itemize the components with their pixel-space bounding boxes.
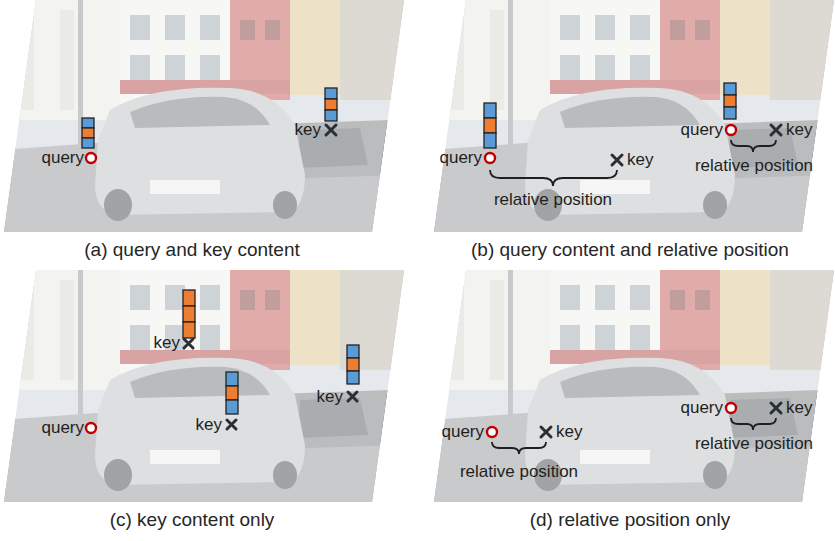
key-markers: [184, 125, 781, 437]
key-label: key: [317, 387, 343, 407]
panel-photo: [430, 0, 835, 232]
relative-position-label: relative position: [695, 434, 813, 454]
query-label: query: [680, 398, 723, 418]
panel-photo: [0, 270, 410, 502]
subfigure-caption: (a) query and key content: [84, 239, 299, 261]
relative-position-braces: [490, 140, 776, 454]
panel-photo: [430, 270, 835, 502]
query-label: query: [441, 422, 484, 442]
subfigure-caption: (d) relative position only: [530, 509, 731, 531]
key-label: key: [196, 415, 222, 435]
query-markers: [86, 125, 736, 437]
query-label: query: [439, 148, 482, 168]
query-label: query: [680, 120, 723, 140]
relative-position-label: relative position: [695, 156, 813, 176]
relative-position-label: relative position: [494, 190, 612, 210]
key-label: key: [786, 398, 812, 418]
key-label: key: [627, 150, 653, 170]
key-label: key: [295, 120, 321, 140]
panel-photo: [0, 0, 410, 232]
key-label: key: [154, 333, 180, 353]
subfigure-caption: (c) key content only: [110, 509, 275, 531]
query-label: query: [41, 148, 84, 168]
subfigure-caption: (b) query content and relative position: [471, 239, 789, 261]
query-label: query: [41, 418, 84, 438]
key-label: key: [786, 120, 812, 140]
key-label: key: [556, 422, 582, 442]
relative-position-label: relative position: [460, 462, 578, 482]
